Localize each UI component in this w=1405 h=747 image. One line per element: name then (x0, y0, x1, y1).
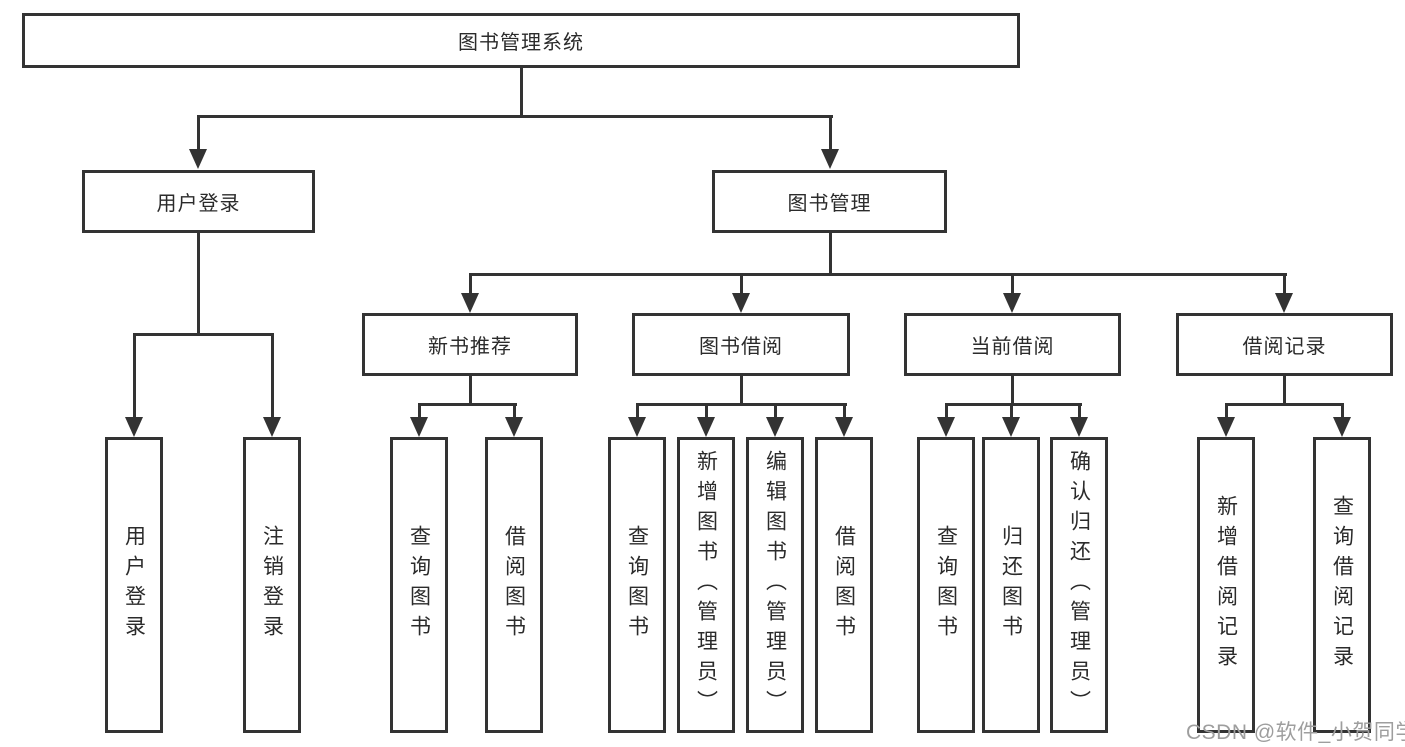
node-current-borrow-label: 当前借阅 (970, 336, 1055, 358)
node-confirm-return-admin-label: 确认归还（管理员） (1067, 450, 1091, 720)
node-new-book-recommend: 新书推荐 (362, 313, 578, 376)
node-add-borrow-record-label: 新增借阅记录 (1214, 495, 1238, 675)
connector-vline (197, 115, 200, 155)
node-borrow-books-recommend: 借阅图书 (485, 437, 543, 733)
connector-vline (418, 403, 421, 421)
arrowhead-down-icon (835, 417, 853, 437)
connector-vline (133, 333, 136, 419)
node-add-borrow-record: 新增借阅记录 (1197, 437, 1255, 733)
node-query-books-current-label: 查询图书 (934, 525, 958, 645)
node-add-book-admin: 新增图书（管理员） (677, 437, 735, 733)
connector-vline (740, 273, 743, 297)
connector-vline (829, 233, 832, 276)
node-borrow-books-leaf-label: 借阅图书 (832, 525, 856, 645)
node-query-books-borrow: 查询图书 (608, 437, 666, 733)
node-edit-book-admin: 编辑图书（管理员） (746, 437, 804, 733)
connector-hline (469, 273, 1287, 276)
connector-vline (774, 403, 777, 421)
connector-vline (469, 376, 472, 405)
arrowhead-down-icon (1002, 417, 1020, 437)
node-user-login-leaf: 用户登录 (105, 437, 163, 733)
arrowhead-down-icon (263, 417, 281, 437)
connector-vline (520, 68, 523, 117)
node-confirm-return-admin: 确认归还（管理员） (1050, 437, 1108, 733)
connector-vline (945, 403, 948, 421)
node-query-books-recommend-label: 查询图书 (407, 525, 431, 645)
arrowhead-down-icon (1275, 293, 1293, 313)
connector-vline (271, 333, 274, 419)
connector-hline (945, 403, 1082, 406)
node-logout-leaf: 注销登录 (243, 437, 301, 733)
node-user-login-leaf-label: 用户登录 (122, 525, 146, 645)
node-borrow-records-label: 借阅记录 (1242, 336, 1327, 358)
node-borrow-records: 借阅记录 (1176, 313, 1393, 376)
connector-vline (705, 403, 708, 421)
node-book-management: 图书管理 (712, 170, 947, 233)
connector-hline (133, 333, 274, 336)
connector-vline (1283, 376, 1286, 405)
node-current-borrow: 当前借阅 (904, 313, 1121, 376)
connector-vline (1225, 403, 1228, 421)
node-query-books-recommend: 查询图书 (390, 437, 448, 733)
arrowhead-down-icon (1333, 417, 1351, 437)
node-user-login-label: 用户登录 (156, 193, 241, 215)
connector-vline (636, 403, 639, 421)
node-user-login: 用户登录 (82, 170, 315, 233)
arrowhead-down-icon (732, 293, 750, 313)
connector-vline (469, 273, 472, 297)
connector-vline (1011, 273, 1014, 297)
arrowhead-down-icon (697, 417, 715, 437)
node-book-management-label: 图书管理 (787, 193, 872, 215)
arrowhead-down-icon (1217, 417, 1235, 437)
arrowhead-down-icon (125, 417, 143, 437)
node-new-book-recommend-label: 新书推荐 (428, 336, 512, 358)
node-return-book: 归还图书 (982, 437, 1040, 733)
watermark: CSDN @软件_小贺同学 (1186, 721, 1405, 744)
arrowhead-down-icon (410, 417, 428, 437)
node-library-system-label: 图书管理系统 (458, 32, 584, 54)
connector-hline (418, 403, 517, 406)
node-library-system: 图书管理系统 (22, 13, 1020, 68)
arrowhead-down-icon (766, 417, 784, 437)
arrowhead-down-icon (1003, 293, 1021, 313)
node-query-books-current: 查询图书 (917, 437, 975, 733)
connector-vline (1078, 403, 1081, 421)
node-query-borrow-record: 查询借阅记录 (1313, 437, 1371, 733)
node-book-borrow-label: 图书借阅 (699, 336, 783, 358)
node-logout-leaf-label: 注销登录 (260, 525, 284, 645)
connector-vline (1283, 273, 1286, 297)
node-add-book-admin-label: 新增图书（管理员） (694, 450, 718, 720)
node-book-borrow: 图书借阅 (632, 313, 850, 376)
connector-vline (197, 233, 200, 335)
node-query-borrow-record-label: 查询借阅记录 (1330, 495, 1354, 675)
arrowhead-down-icon (821, 149, 839, 169)
node-query-books-borrow-label: 查询图书 (625, 525, 649, 645)
connector-vline (1010, 403, 1013, 421)
arrowhead-down-icon (189, 149, 207, 169)
connector-hline (197, 115, 833, 118)
node-borrow-books-leaf: 借阅图书 (815, 437, 873, 733)
connector-vline (513, 403, 516, 421)
node-edit-book-admin-label: 编辑图书（管理员） (763, 450, 787, 720)
connector-hline (636, 403, 847, 406)
arrowhead-down-icon (937, 417, 955, 437)
connector-hline (1225, 403, 1344, 406)
node-borrow-books-recommend-label: 借阅图书 (502, 525, 526, 645)
arrowhead-down-icon (1070, 417, 1088, 437)
connector-vline (1011, 376, 1014, 405)
connector-vline (843, 403, 846, 421)
arrowhead-down-icon (461, 293, 479, 313)
arrowhead-down-icon (628, 417, 646, 437)
connector-vline (1341, 403, 1344, 421)
arrowhead-down-icon (505, 417, 523, 437)
node-return-book-label: 归还图书 (999, 525, 1023, 645)
connector-vline (829, 115, 832, 155)
connector-vline (740, 376, 743, 405)
